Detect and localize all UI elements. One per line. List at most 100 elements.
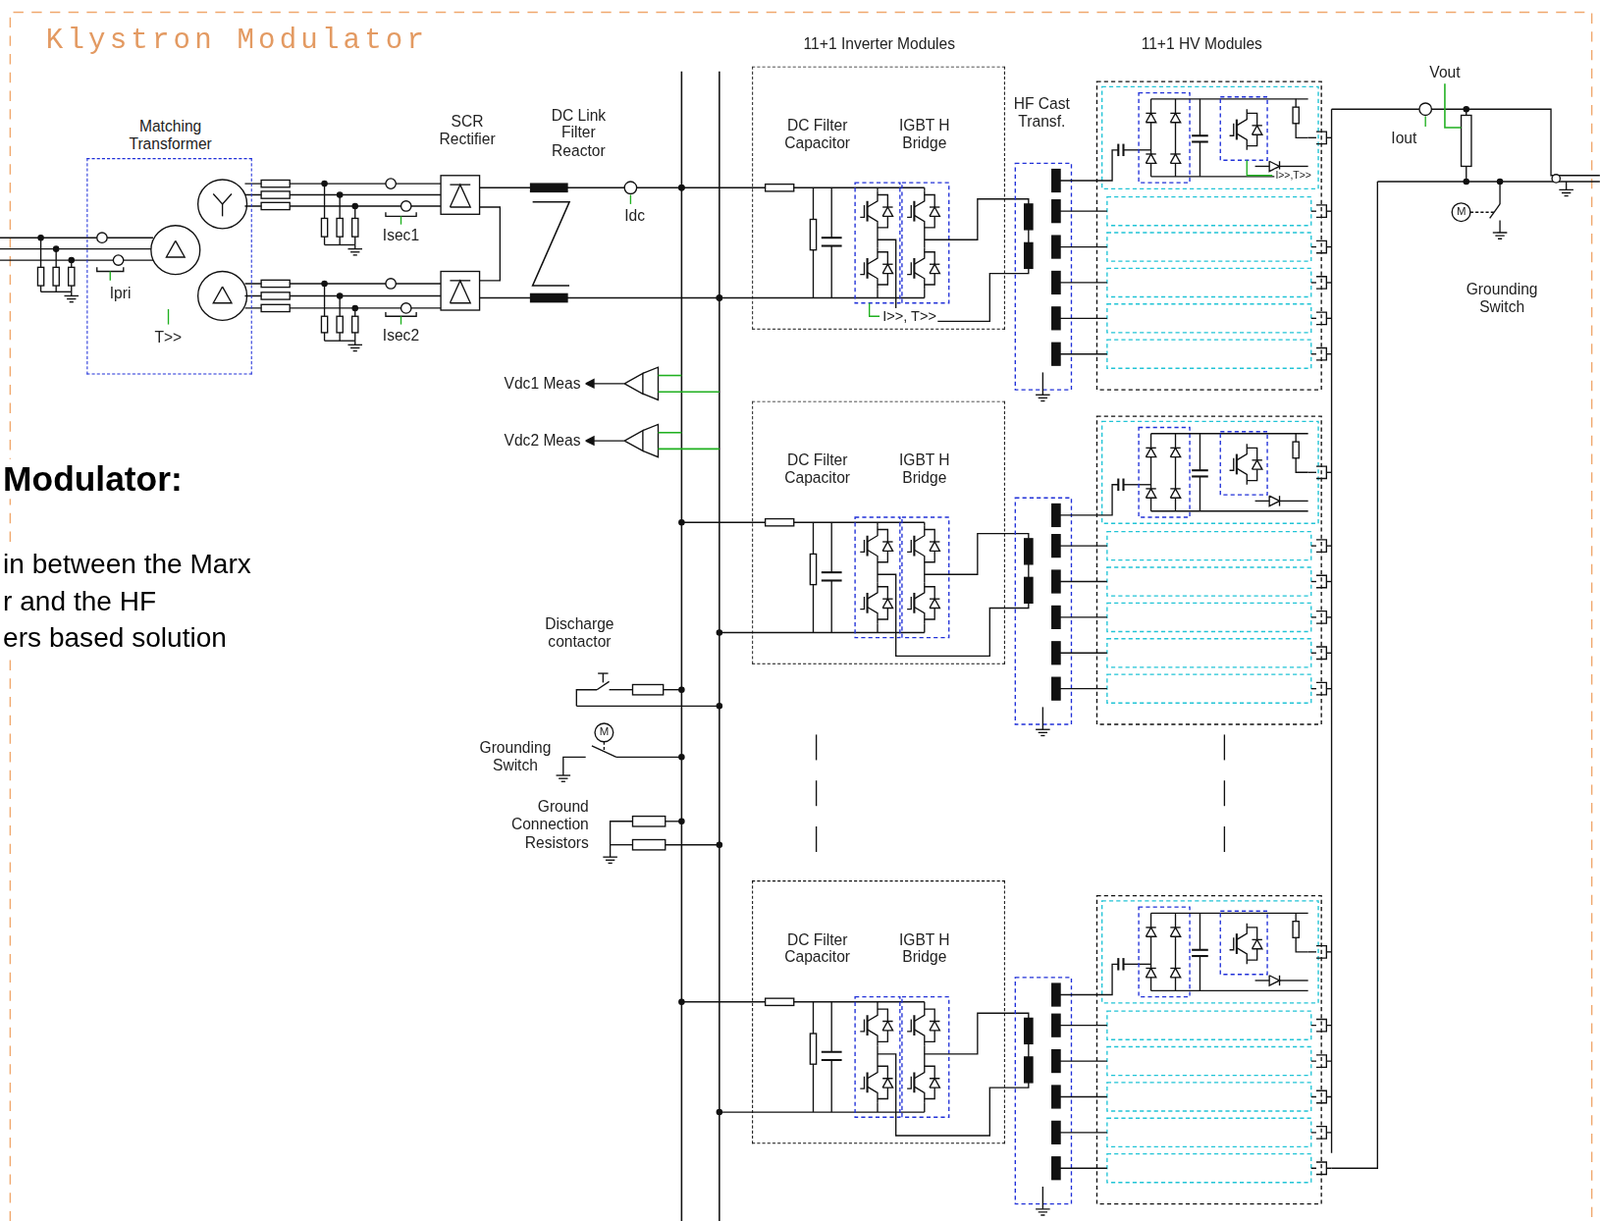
inverter-module-box: DC Filter CapacitorIGBT H Bridge <box>751 66 1006 330</box>
wire <box>610 821 634 857</box>
signal-leader <box>593 382 625 384</box>
junction-dot <box>716 630 722 636</box>
igbt-symbol <box>1235 119 1238 141</box>
wire <box>1151 990 1309 992</box>
continuation-mark <box>815 734 817 760</box>
ground-symbol <box>1035 394 1051 396</box>
diode-symbol <box>1170 927 1180 937</box>
ground-symbol <box>347 248 363 250</box>
diode-symbol <box>1145 487 1156 489</box>
igbt-symbol <box>1236 948 1247 965</box>
wire <box>1326 246 1332 248</box>
protection-label: I>>,T>> <box>1274 169 1312 182</box>
ground-symbol <box>350 347 360 349</box>
wire <box>354 332 356 341</box>
group-label: 11+1 Inverter Modules <box>802 34 958 53</box>
transformer-winding <box>1052 271 1061 295</box>
diode-symbol <box>1145 447 1156 449</box>
ground-symbol <box>1040 1214 1045 1216</box>
wye-symbol <box>213 194 232 205</box>
capacitor-symbol <box>1316 347 1327 360</box>
wire <box>609 689 634 691</box>
signal-name: T>> <box>153 328 183 347</box>
part-label: Grounding Switch <box>469 739 562 775</box>
ground-symbol <box>608 862 613 864</box>
transformer-winding <box>1024 577 1033 603</box>
wire <box>1060 281 1108 283</box>
transformer-winding <box>1052 1120 1061 1144</box>
wire <box>1060 688 1108 690</box>
transformer-winding <box>1052 169 1061 193</box>
diode-symbol <box>1170 967 1180 977</box>
igbt-symbol <box>913 272 924 290</box>
resistor-symbol <box>336 217 343 237</box>
igbt-symbol <box>1236 443 1247 461</box>
junction-dot <box>716 842 722 848</box>
wire <box>610 844 634 846</box>
wire <box>1151 912 1309 914</box>
diode-symbol <box>1251 939 1262 941</box>
wire <box>1326 211 1332 213</box>
wire <box>1255 165 1271 167</box>
junction-dot <box>679 520 685 526</box>
diode-symbol <box>929 264 940 273</box>
diode-symbol <box>1170 487 1180 489</box>
wire <box>876 623 878 633</box>
primary-line <box>0 259 154 261</box>
current-sensor <box>401 303 412 314</box>
igbt-symbol <box>913 248 924 266</box>
resistor-symbol <box>632 816 665 827</box>
diode-bridge-box <box>1138 906 1190 997</box>
wire <box>1295 458 1308 474</box>
diode-symbol <box>929 598 940 600</box>
wire <box>1311 318 1317 320</box>
transformer-winding <box>1052 605 1061 629</box>
signal-name: Iout <box>1389 128 1418 147</box>
wire <box>323 236 325 245</box>
transformer-winding <box>1024 204 1033 230</box>
delta-symbol <box>213 286 232 304</box>
resistor-symbol <box>809 553 816 585</box>
ac-output <box>924 533 1029 576</box>
wire <box>40 285 42 292</box>
diode-bridge-box <box>1138 93 1190 183</box>
wire <box>1311 652 1317 654</box>
transformer-winding <box>1052 677 1061 700</box>
transformer-winding <box>1052 534 1061 558</box>
wire <box>1199 956 1201 991</box>
wire <box>1311 1096 1317 1098</box>
wire <box>1174 912 1176 991</box>
igbt-symbol <box>867 190 878 208</box>
junction-dot <box>679 999 685 1005</box>
resistor-symbol <box>336 316 343 333</box>
igbt-symbol <box>906 1076 911 1089</box>
wire <box>1060 652 1108 654</box>
diode-symbol <box>1170 154 1180 163</box>
fuse-symbol <box>261 179 290 187</box>
switch-blade <box>596 681 609 690</box>
hv-module-box <box>1107 232 1312 262</box>
wire <box>1326 581 1332 583</box>
igbt-symbol <box>867 525 878 542</box>
node-text: Matching Transformer <box>113 117 226 154</box>
igbt-symbol <box>913 583 924 600</box>
capacitor-symbol <box>1316 1055 1327 1067</box>
igbt-symbol <box>1236 923 1247 941</box>
ground-symbol <box>1038 1211 1048 1213</box>
diode-symbol <box>1251 459 1262 461</box>
igbt-symbol <box>1235 933 1238 955</box>
wire <box>1060 211 1108 213</box>
wire <box>923 1002 925 1006</box>
wire <box>576 705 720 707</box>
wire <box>1311 688 1317 690</box>
signal-name: Vdc2 Meas <box>502 431 582 450</box>
amplifier-symbol <box>642 424 659 457</box>
fuse-symbol <box>261 191 290 199</box>
igbt-symbol <box>866 1014 869 1036</box>
hv-module-box <box>1107 639 1312 668</box>
wire <box>1326 281 1332 283</box>
igbt-symbol <box>1235 454 1238 476</box>
resistor-symbol <box>809 218 816 250</box>
igbt-symbol <box>906 539 911 552</box>
